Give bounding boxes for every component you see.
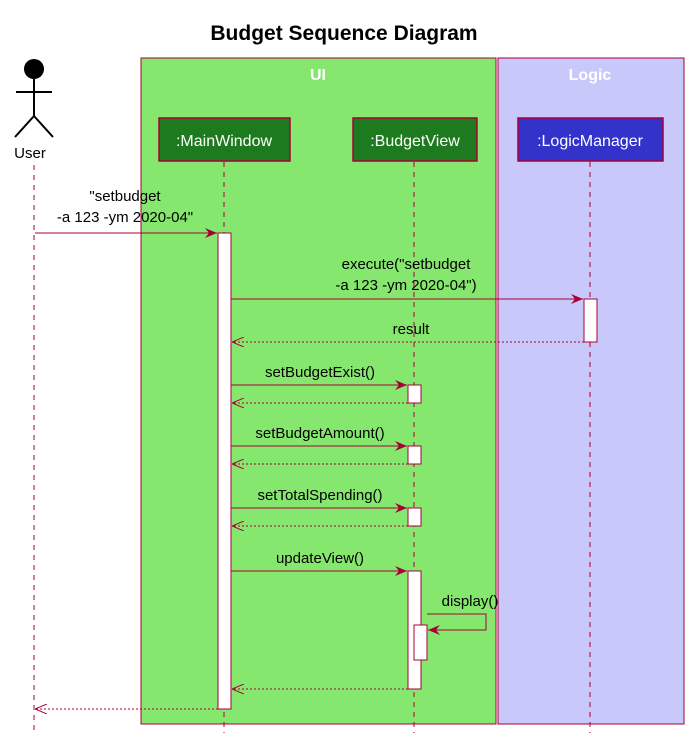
- result-label: result: [393, 321, 431, 338]
- user-call-label-line2: -a 123 -ym 2020-04": [57, 209, 193, 226]
- budgetview-display-activation: [413, 624, 428, 661]
- update-view-label: updateView(): [276, 550, 364, 567]
- display-self-call-arrow: [427, 613, 487, 635]
- budgetview-activation-3: [407, 507, 422, 527]
- display-label: display(): [442, 593, 499, 610]
- ui-box: [140, 57, 497, 725]
- user-call-label-line1: "setbudget: [89, 188, 161, 205]
- participant-budgetview-label: :BudgetView: [370, 133, 460, 150]
- execute-label-line1: execute("setbudget: [342, 256, 472, 273]
- participant-mainwindow: [158, 117, 291, 162]
- logic-box: [497, 57, 685, 725]
- execute-label-line2: -a 123 -ym 2020-04"): [335, 277, 476, 294]
- user-actor-label: User: [14, 145, 46, 162]
- set-total-spending-label: setTotalSpending(): [257, 487, 382, 504]
- set-budget-exist-label: setBudgetExist(): [265, 364, 375, 381]
- logic-box-label: Logic: [569, 67, 612, 84]
- participant-logicmanager: [517, 117, 664, 162]
- diagram-title: Budget Sequence Diagram: [210, 22, 477, 45]
- participant-budgetview: [352, 117, 478, 162]
- budgetview-activation-2: [407, 445, 422, 465]
- mainwindow-activation: [217, 232, 232, 710]
- set-budget-amount-label: setBudgetAmount(): [255, 425, 384, 442]
- user-actor-icon: [14, 59, 54, 138]
- participant-logicmanager-label: :LogicManager: [537, 133, 644, 150]
- budgetview-activation-1: [407, 384, 422, 404]
- logicmanager-activation: [583, 298, 598, 343]
- ui-box-label: UI: [310, 67, 326, 84]
- participant-mainwindow-label: :MainWindow: [176, 133, 272, 150]
